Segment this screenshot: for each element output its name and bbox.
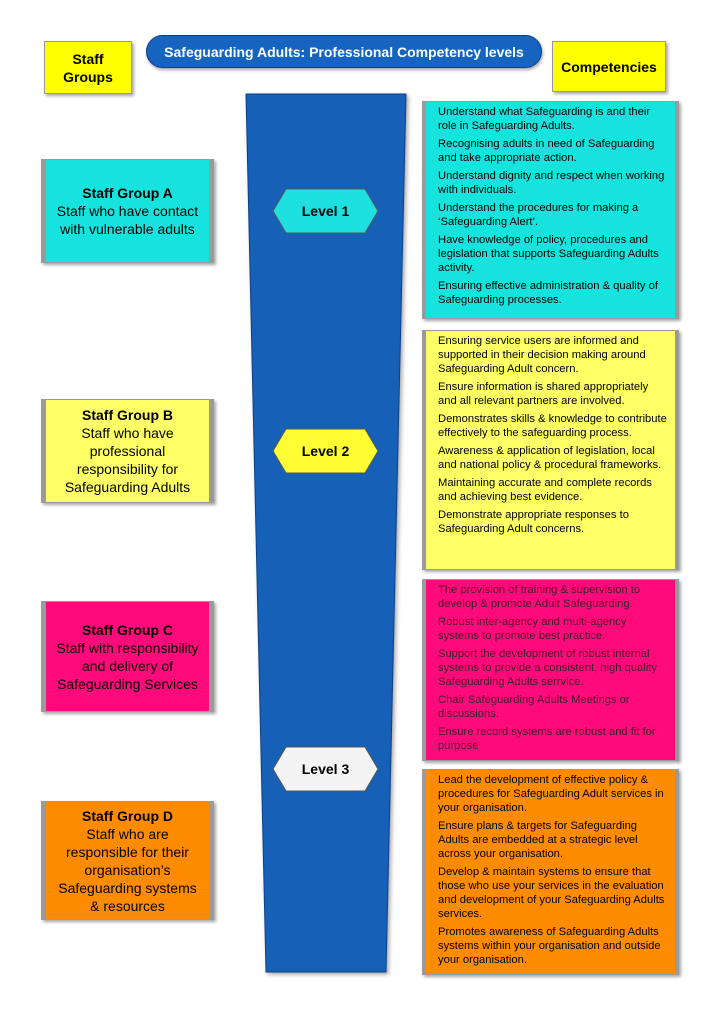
staff-group-name: Staff Group D xyxy=(82,807,173,824)
competency-item: Ensure plans & targets for Safeguarding … xyxy=(438,820,638,860)
level-label: Level 2 xyxy=(301,443,350,459)
competency-item: Ensure record systems are robust and fit… xyxy=(438,726,656,752)
competency-item: Recognising adults in need of Safeguardi… xyxy=(438,138,655,164)
competency-item: Have knowledge of policy, procedures and… xyxy=(438,234,659,274)
competency-item: Lead the development of effective policy… xyxy=(438,774,664,814)
staff-group-description: Staff who have professional responsibili… xyxy=(64,425,191,495)
competency-item: Ensuring service users are informed and … xyxy=(438,335,646,375)
competency-item: Demonstrate appropriate responses to Saf… xyxy=(438,509,629,535)
competencies-level-2-box: Ensuring service users are informed and … xyxy=(422,330,679,570)
competencies-level-3-strategic-box: Lead the development of effective policy… xyxy=(422,769,679,975)
staff-group-description: Staff who have contact with vulnerable a… xyxy=(56,203,199,237)
staff-group-name: Staff Group B xyxy=(82,407,173,423)
competency-item: Support the development of robust intern… xyxy=(438,648,657,688)
competency-item: Ensuring effective administration & qual… xyxy=(438,280,658,306)
competency-item: Promotes awareness of Safeguarding Adult… xyxy=(438,926,661,966)
staff-group-b: Staff Group B Staff who have professiona… xyxy=(41,399,214,503)
level-label: Level 3 xyxy=(301,761,350,777)
competency-item: Develop & maintain systems to ensure tha… xyxy=(438,866,665,920)
level-3-badge: Level 3 xyxy=(272,746,379,792)
staff-group-name: Staff Group A xyxy=(82,185,173,201)
competencies-level-1-box: Understand what Safeguarding is and thei… xyxy=(422,101,679,319)
competency-item: Ensure information is shared appropriate… xyxy=(438,381,649,407)
page-title: Safeguarding Adults: Professional Compet… xyxy=(146,35,542,68)
staff-group-d: Staff Group D Staff who are responsible … xyxy=(41,801,214,920)
competency-item: Chair Safeguarding Adults Meetings or di… xyxy=(438,694,630,720)
competencies-level-3-internal-box: The provision of training & supervision … xyxy=(422,579,679,761)
level-1-badge: Level 1 xyxy=(272,188,379,234)
staff-group-description: Staff with responsibility and delivery o… xyxy=(56,639,199,692)
staff-group-description: Staff who are responsible for their orga… xyxy=(58,825,197,914)
competencies-header: Competencies xyxy=(552,41,666,92)
competency-item: The provision of training & supervision … xyxy=(438,584,641,610)
competency-item: Understand dignity and respect when work… xyxy=(438,170,665,196)
competency-item: Robust inter-agency and multi-agency sys… xyxy=(438,616,627,642)
level-label: Level 1 xyxy=(301,203,350,219)
competency-item: Maintaining accurate and complete record… xyxy=(438,477,652,503)
level-2-badge: Level 2 xyxy=(272,428,379,474)
competency-item: Demonstrates skills & knowledge to contr… xyxy=(438,413,667,439)
hexagon-shape xyxy=(272,428,379,474)
hexagon-shape xyxy=(272,188,379,234)
staff-groups-header: Staff Groups xyxy=(44,41,132,94)
competency-item: Awareness & application of legislation, … xyxy=(438,445,662,471)
staff-group-a: Staff Group A Staff who have contact wit… xyxy=(41,159,214,263)
hexagon-shape xyxy=(272,746,379,792)
competency-item: Understand the procedures for making a ‘… xyxy=(438,202,639,228)
competency-item: Understand what Safeguarding is and thei… xyxy=(438,106,651,132)
staff-group-c: Staff Group C Staff with responsibility … xyxy=(41,601,214,712)
staff-group-name: Staff Group C xyxy=(82,621,173,638)
